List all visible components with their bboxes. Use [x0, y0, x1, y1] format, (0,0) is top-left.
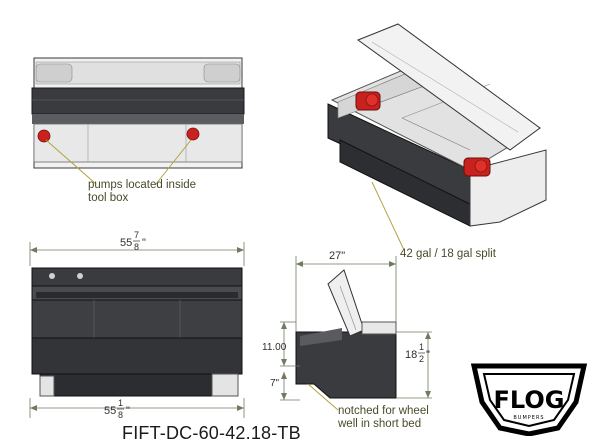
bottom-width-unit: " — [126, 405, 130, 417]
height-total-den: 2 — [419, 354, 424, 364]
iso-pump-right — [463, 157, 491, 177]
notched-annotation: notched for wheel well in short bed — [307, 383, 429, 430]
height-lower-label: 7" — [270, 378, 280, 389]
isometric-view — [327, 23, 547, 227]
depth-label: 27" — [329, 250, 345, 262]
notched-label-line1: notched for wheel — [338, 405, 429, 417]
pumps-label-line2: tool box — [88, 192, 129, 204]
height-total-unit: " — [426, 349, 430, 361]
pump-right — [186, 127, 200, 141]
bottom-width-whole: 55 — [104, 405, 116, 417]
bottom-width-num: 1 — [118, 398, 123, 408]
side-view: 27" 11.00 7" 18 1 2 " — [262, 250, 432, 401]
top-view — [31, 57, 245, 169]
top-width-unit: " — [142, 237, 146, 249]
top-width-den: 8 — [134, 242, 139, 252]
part-number: FIFT-DC-60-42.18-TB — [122, 423, 301, 443]
notched-label-line2: well in short bed — [337, 418, 421, 430]
top-width-whole: 55 — [120, 237, 132, 249]
pumps-label-line1: pumps located inside — [88, 179, 196, 191]
capacity-annotation: 42 gal / 18 gal split — [371, 181, 497, 260]
pump-left — [37, 129, 51, 143]
pumps-annotation: pumps located inside tool box — [45, 139, 196, 204]
front-view: 55 7 8 " 55 1 8 " — [29, 230, 245, 420]
logo-tagline: BUMPERS — [513, 415, 544, 421]
bottom-width-den: 8 — [118, 410, 123, 420]
height-total-whole: 18 — [405, 349, 417, 361]
height-total-num: 1 — [419, 342, 424, 352]
capacity-label: 42 gal / 18 gal split — [400, 248, 497, 260]
iso-pump-left — [355, 91, 381, 111]
flog-bumpers-logo: FLOG BUMPERS — [470, 363, 588, 436]
height-upper-label: 11.00 — [262, 342, 287, 353]
top-width-num: 7 — [134, 230, 139, 240]
logo-wordmark: FLOG — [494, 386, 565, 414]
